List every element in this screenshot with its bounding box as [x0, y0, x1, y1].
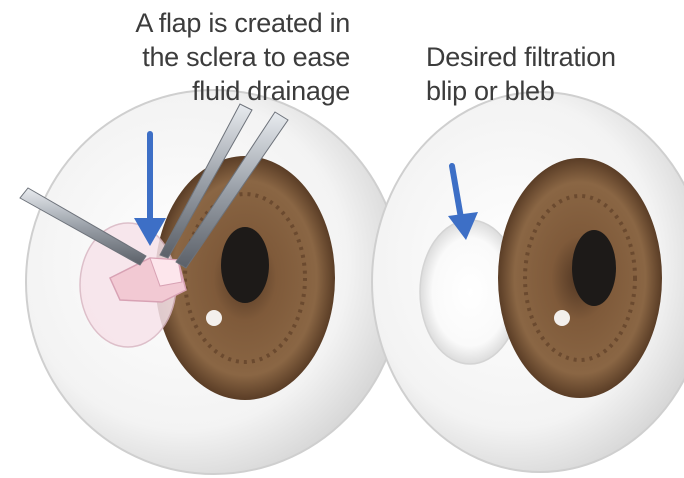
left-caption-line: A flap is created in	[135, 6, 350, 40]
left-pupil	[221, 227, 269, 303]
left-caption-line: fluid drainage	[135, 74, 350, 108]
left-caption-line: the sclera to ease	[135, 40, 350, 74]
right-highlight	[554, 310, 570, 326]
right-caption-line: Desired filtration	[426, 40, 616, 74]
right-eye	[372, 92, 684, 472]
right-pupil	[572, 230, 616, 306]
left-eye	[20, 90, 402, 474]
left-highlight	[206, 310, 222, 326]
left-caption: A flap is created in the sclera to ease …	[135, 6, 350, 108]
right-caption: Desired filtration blip or bleb	[426, 40, 616, 108]
right-caption-line: blip or bleb	[426, 74, 616, 108]
